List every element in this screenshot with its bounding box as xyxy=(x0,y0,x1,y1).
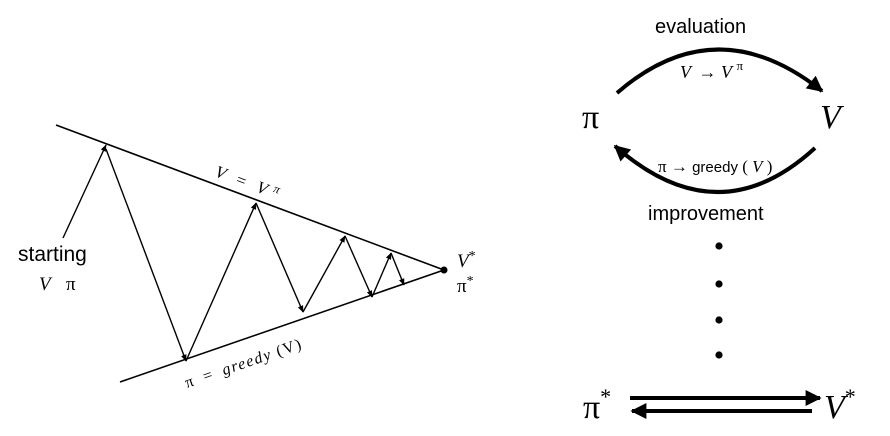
optimal-v-label: V* xyxy=(457,249,476,272)
evaluation-formula: V → V π xyxy=(680,58,744,82)
zigzag-arrows xyxy=(105,148,405,362)
policy-iteration-convergence-diagram: V = V π π = greedy (V) starting V π V* π… xyxy=(18,124,476,392)
convergence-point xyxy=(440,266,448,274)
greedy-line-label: π = greedy (V) xyxy=(183,336,305,392)
zigzag-arrow xyxy=(344,235,373,298)
improvement-label: improvement xyxy=(648,203,764,225)
starting-v-label: V xyxy=(39,274,53,295)
starting-pi-label: π xyxy=(66,274,76,295)
optimal-value-symbol: V* xyxy=(824,384,856,426)
optimal-policy-symbol: π* xyxy=(583,384,611,426)
starting-label: starting xyxy=(18,243,87,266)
evaluation-arc xyxy=(615,47,824,95)
greedy-policy-line xyxy=(119,269,445,383)
ellipsis-dot xyxy=(715,280,723,288)
zigzag-arrow xyxy=(105,148,187,362)
value-line-label: V = V π xyxy=(213,160,284,203)
value-symbol: V xyxy=(820,99,845,136)
ellipsis-dot xyxy=(715,316,723,324)
zigzag-arrow xyxy=(255,202,304,313)
ellipsis-dot xyxy=(715,351,723,359)
zigzag-arrow xyxy=(302,235,346,313)
ellipsis-dots xyxy=(715,242,723,359)
starting-arrow xyxy=(62,144,107,239)
zigzag-arrow xyxy=(390,252,405,286)
policy-symbol: π xyxy=(582,99,599,136)
zigzag-arrow xyxy=(185,202,257,362)
evaluation-label: evaluation xyxy=(655,16,746,38)
optimal-pi-label: π* xyxy=(457,274,474,297)
improvement-formula: π → greedy ( V ) xyxy=(658,157,772,176)
value-line xyxy=(55,124,445,271)
zigzag-arrow xyxy=(371,252,392,298)
generalized-policy-iteration-diagram: π V evaluation V → V π π → greedy ( V ) … xyxy=(582,16,856,426)
improvement-arc xyxy=(613,144,817,194)
ellipsis-dot xyxy=(715,242,723,250)
